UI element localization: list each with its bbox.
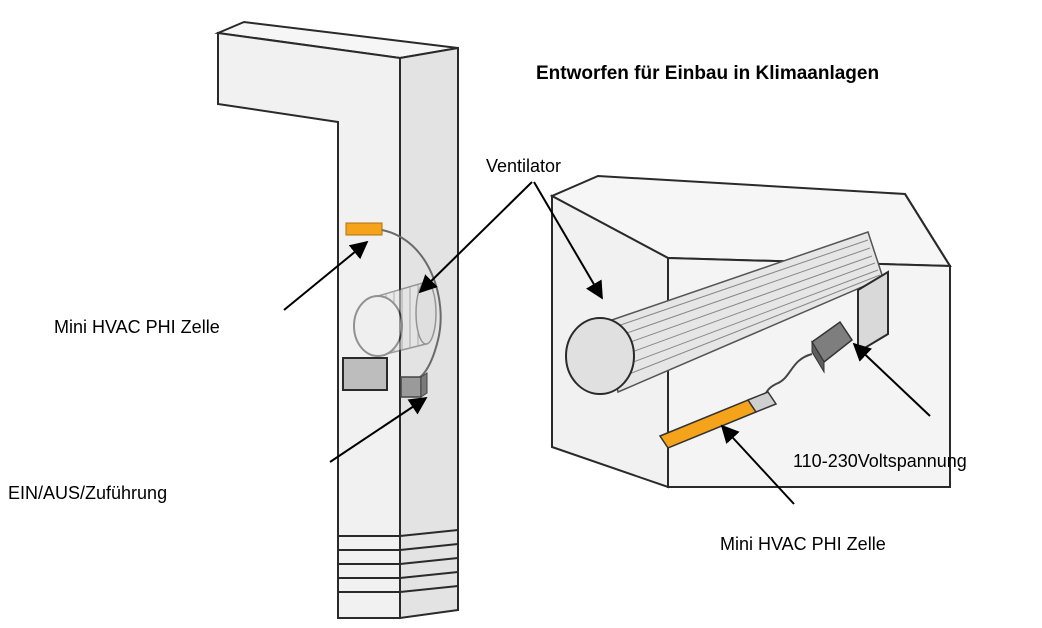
arrow-mini-cell-right <box>720 424 795 505</box>
arrow-fan-duct <box>418 181 533 294</box>
label-fan: Ventilator <box>486 156 562 176</box>
label-voltage: 110-230Voltspannung <box>793 451 967 471</box>
diagram-title: Entworfen für Einbau in Klimaanlagen <box>536 63 880 84</box>
ac-unit <box>549 174 952 489</box>
duct-louver-grille <box>338 529 459 593</box>
label-mini-cell-right: Mini HVAC PHI Zelle <box>720 534 886 554</box>
duct-fan <box>353 281 437 357</box>
duct-mini-cell <box>345 222 383 236</box>
label-mini-cell-left: Mini HVAC PHI Zelle <box>54 317 220 337</box>
arrow-switch <box>329 397 428 463</box>
ac-power-module <box>811 320 854 374</box>
annotation-arrows <box>283 181 931 505</box>
ac-mini-cell <box>658 391 778 449</box>
label-power-switch: EIN/AUS/Zuführung <box>8 483 168 503</box>
arrow-fan-ac <box>533 181 603 300</box>
arrow-mini-cell-left <box>283 240 369 311</box>
duct-control-module <box>342 357 388 391</box>
ac-fan-cylinder <box>565 231 884 395</box>
arrow-voltage <box>852 342 931 417</box>
duct-unit <box>214 20 459 620</box>
ac-voltage-panel <box>857 270 889 354</box>
duct-switch-box <box>400 372 428 398</box>
